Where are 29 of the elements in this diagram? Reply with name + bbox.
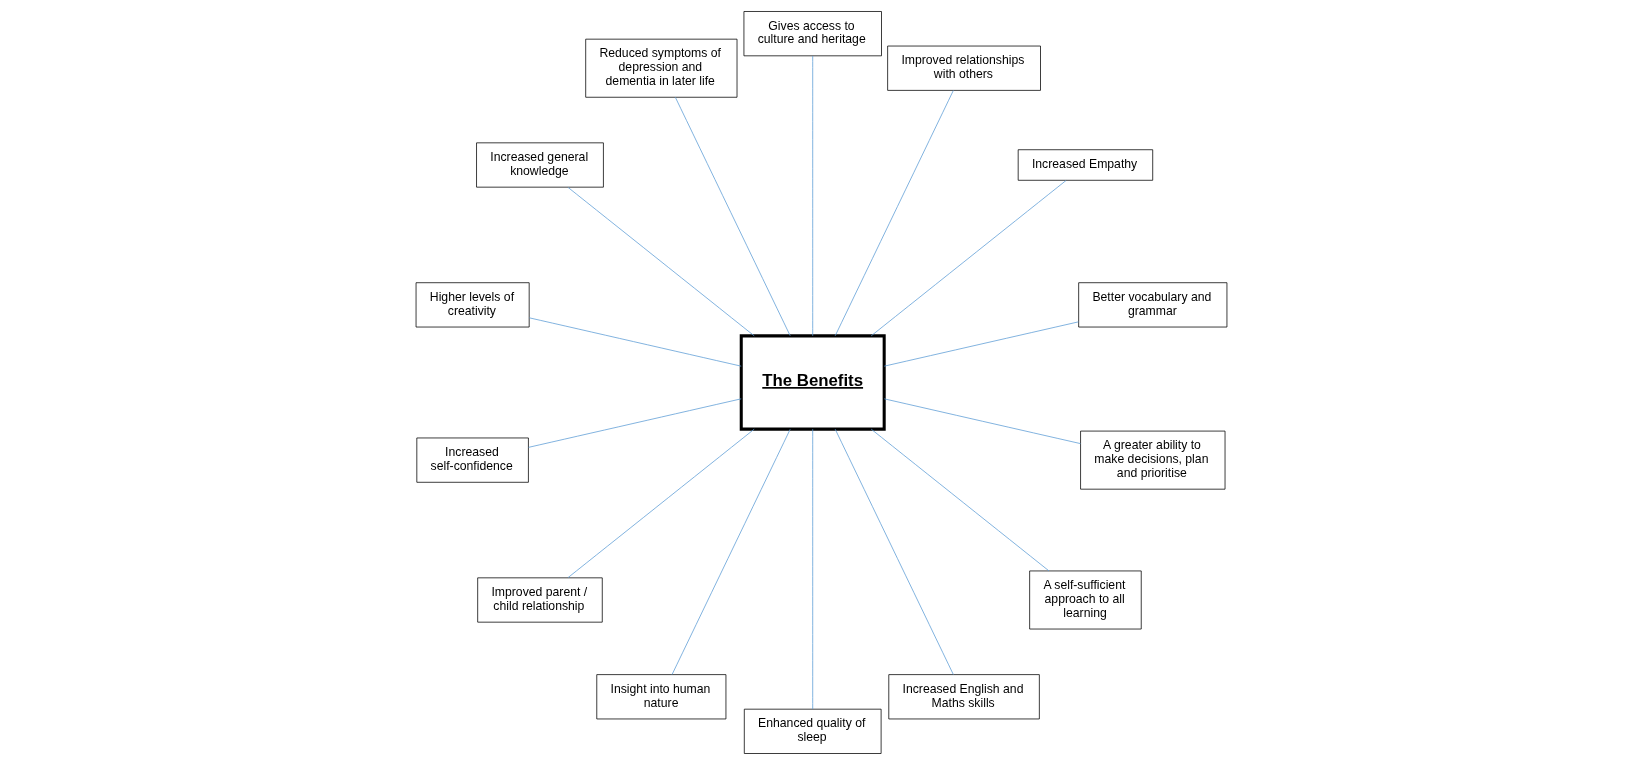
node-box: Insight into human nature: [596, 674, 727, 720]
connector: [812, 55, 814, 337]
node-box: Reduced symptoms of depression and dementia in later life: [585, 38, 738, 98]
node-box: Increased English and Maths skills: [888, 674, 1040, 720]
node-box: Enhanced quality of sleep: [743, 708, 882, 754]
node-box: Improved relationships with others: [887, 45, 1041, 91]
connector: [567, 186, 755, 337]
connector: [674, 96, 791, 337]
connector: [529, 317, 742, 367]
node-box: Improved parent / child relationship: [477, 577, 603, 623]
node-box: Increased Empathy: [1017, 149, 1154, 181]
node-box: The Benefits: [739, 334, 886, 431]
connector: [671, 428, 791, 675]
connector: [870, 428, 1050, 572]
connector: [834, 428, 954, 675]
node-box: A greater ability to make decisions, plan and prioritise: [1080, 430, 1226, 490]
node-box: Better vocabulary and grammar: [1078, 282, 1228, 328]
connector: [883, 398, 1081, 444]
node-box: A self-sufficient approach to all learning: [1029, 570, 1142, 630]
node-box: Higher levels of creativity: [415, 282, 530, 328]
node-box: Increased general knowledge: [476, 142, 604, 188]
connector: [567, 428, 755, 579]
node-box: Gives access to culture and heritage: [743, 11, 882, 57]
node-box: Increased self-confidence: [416, 437, 529, 483]
connector: [870, 180, 1067, 337]
connector: [834, 90, 954, 337]
connector: [883, 321, 1079, 367]
connector: [812, 428, 814, 710]
connector: [528, 398, 742, 448]
